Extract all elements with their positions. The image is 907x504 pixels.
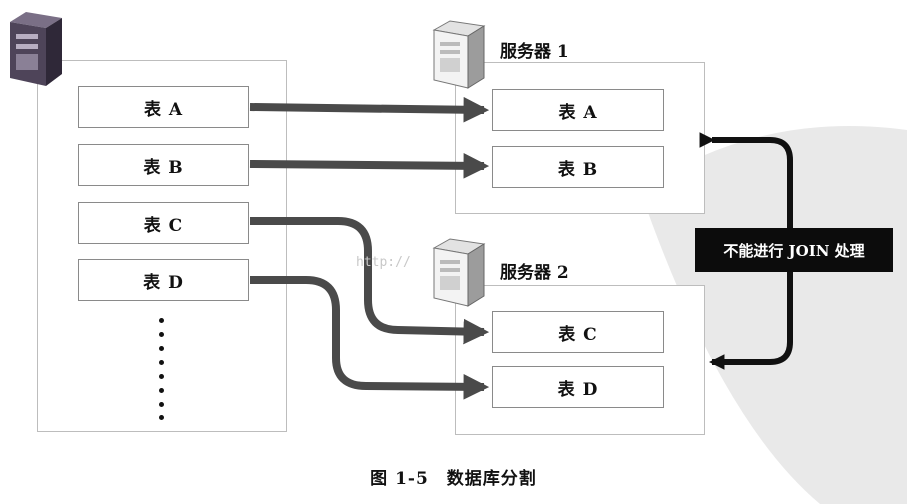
arrow-table-c: [250, 217, 490, 345]
server1-table-a: 表 A: [492, 89, 664, 131]
source-server-icon: [10, 12, 62, 86]
server1-panel: [455, 62, 705, 214]
server2-table-d: 表 D: [492, 366, 664, 408]
server1-icon: [432, 20, 486, 89]
server1-table-b: 表 B: [492, 146, 664, 188]
server2-panel: [455, 285, 705, 435]
server1-label: 服务器 1: [500, 42, 569, 62]
arrow-table-a: [249, 96, 490, 123]
source-table-c: 表 C: [78, 202, 249, 244]
figure-caption: 图 1-5 数据库分割: [370, 469, 537, 489]
server2-table-c: 表 C: [492, 311, 664, 353]
join-note: 不能进行 JOIN 处理: [695, 228, 893, 272]
server2-icon: [432, 238, 486, 307]
source-table-d: 表 D: [78, 259, 249, 301]
watermark-text: http://: [356, 255, 411, 270]
arrow-table-d: [250, 276, 490, 400]
arrow-table-b: [249, 153, 490, 179]
source-table-b: 表 B: [78, 144, 249, 186]
server2-label: 服务器 2: [500, 263, 569, 283]
source-table-a: 表 A: [78, 86, 249, 128]
